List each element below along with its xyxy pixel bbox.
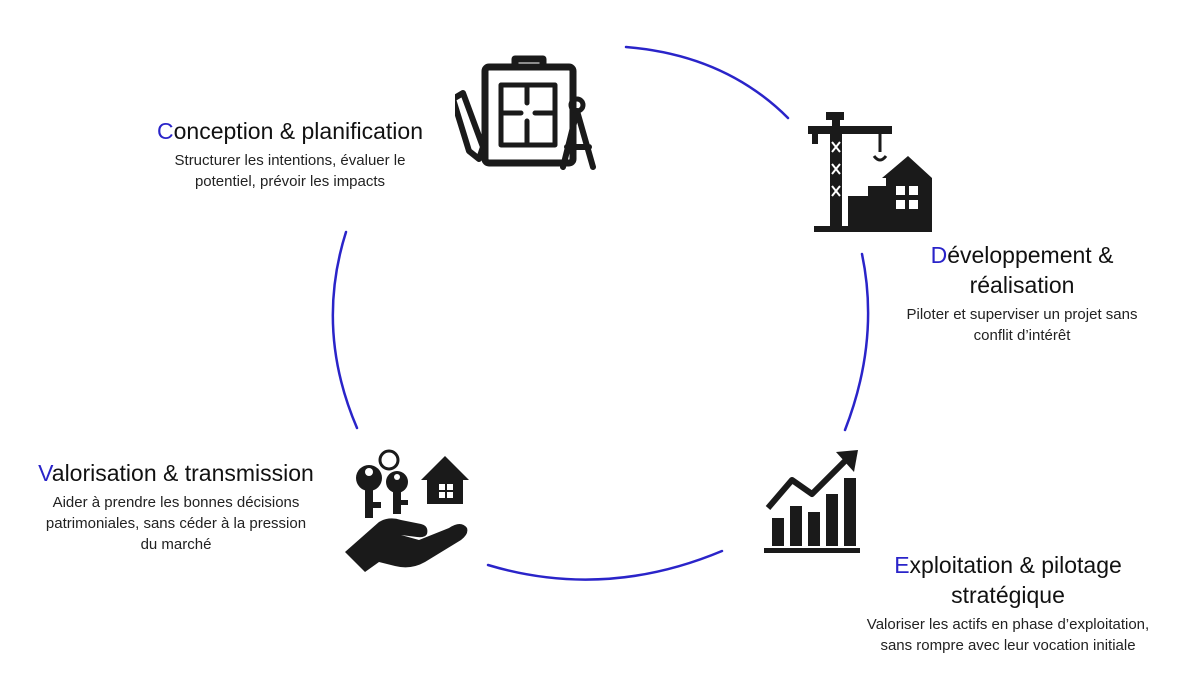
stage-developpement: Développement & réalisation Piloter et s… — [862, 240, 1182, 346]
stage-exploitation-title-line2: stratégique — [951, 582, 1065, 608]
stage-valorisation-title-rest: alorisation & transmission — [51, 460, 314, 486]
stage-exploitation-title-rest: xploitation & pilotage — [909, 552, 1122, 578]
stage-exploitation-desc-line: sans rompre avec leur vocation initiale — [880, 637, 1136, 654]
stage-valorisation-desc-line: Aider à prendre les bonnes décisions — [52, 494, 300, 511]
stage-conception: Conception & planification Structurer le… — [120, 116, 460, 192]
stage-exploitation-description: Valoriser les actifs en phase d’exploita… — [838, 614, 1178, 656]
blueprint-drafting-icon — [455, 55, 596, 170]
stage-valorisation-desc-line: patrimoniales, sans céder à la pression — [45, 515, 307, 532]
stage-conception-initial: C — [157, 118, 174, 144]
stage-conception-title-rest: onception & planification — [173, 118, 423, 144]
cycle-arc-right — [843, 252, 870, 432]
growth-chart-icon — [764, 450, 860, 553]
stage-valorisation-description: Aider à prendre les bonnes décisions pat… — [0, 492, 352, 555]
stage-developpement-description: Piloter et superviser un projet sans con… — [862, 304, 1182, 346]
stage-valorisation-initial: V — [38, 460, 52, 486]
stage-exploitation-initial: E — [894, 552, 910, 578]
stage-developpement-title-line2: réalisation — [969, 272, 1075, 298]
construction-crane-icon — [808, 112, 932, 232]
cycle-arc-top-right — [624, 45, 790, 120]
stage-valorisation: Valorisation & transmission Aider à pren… — [0, 458, 352, 555]
cycle-arc-bottom — [486, 549, 724, 581]
stage-developpement-desc-line: Piloter et superviser un projet sans — [906, 306, 1138, 323]
keys-house-hand-icon — [345, 449, 469, 572]
stage-conception-desc-line: Structurer les intentions, évaluer le — [174, 152, 406, 169]
stage-developpement-title-rest: éveloppement & — [947, 242, 1114, 268]
stage-exploitation: Exploitation & pilotage stratégique Valo… — [838, 550, 1178, 656]
stage-exploitation-title: Exploitation & pilotage — [838, 550, 1178, 580]
stage-conception-desc-line: potentiel, prévoir les impacts — [194, 173, 386, 190]
stage-conception-title: Conception & planification — [120, 116, 460, 146]
stage-conception-description: Structurer les intentions, évaluer le po… — [120, 150, 460, 192]
stage-developpement-initial: D — [930, 242, 948, 268]
cycle-arc-left — [331, 230, 359, 430]
stage-developpement-desc-line: conflit d’intérêt — [973, 327, 1071, 344]
stage-valorisation-title: Valorisation & transmission — [0, 458, 352, 488]
stage-valorisation-desc-line: du marché — [140, 536, 212, 553]
stage-developpement-title: Développement & — [862, 240, 1182, 270]
stage-exploitation-desc-line: Valoriser les actifs en phase d’exploita… — [866, 616, 1150, 633]
